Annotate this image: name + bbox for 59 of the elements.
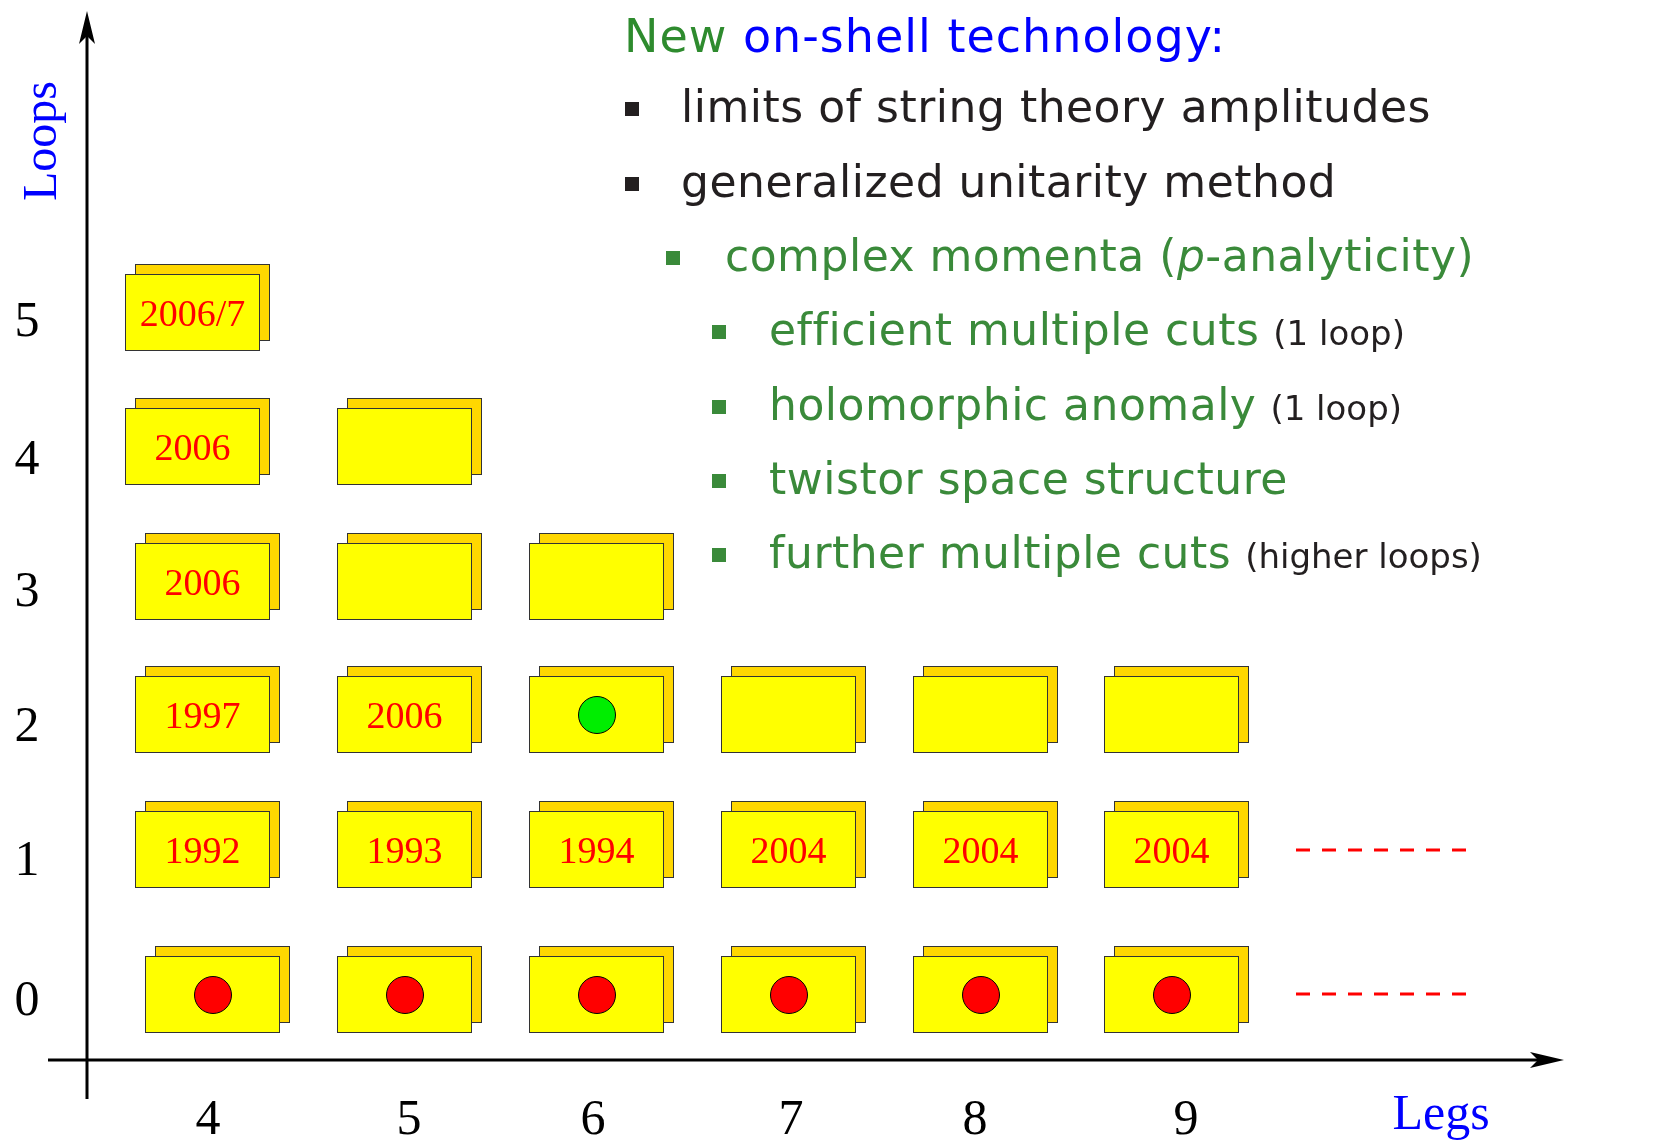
heading: New on-shell technology:	[624, 8, 1227, 65]
tick-label: 3	[14, 564, 40, 614]
stacked-cards	[529, 666, 674, 753]
stacked-cards	[529, 801, 674, 888]
tick-label: 5	[396, 1092, 422, 1142]
list-item-text: holomorphic anomaly	[769, 378, 1257, 432]
stacked-cards	[1104, 666, 1249, 753]
year-label: 1994	[558, 830, 635, 869]
stacked-cards	[529, 946, 674, 1033]
list-item-text: further multiple cuts	[769, 526, 1232, 580]
stacked-cards	[721, 946, 866, 1033]
year-label: 2004	[942, 830, 1019, 869]
year-label: 2006	[366, 695, 443, 734]
year-label: 2006/7	[139, 293, 246, 332]
stacked-cards	[721, 801, 866, 888]
tick-label: 6	[580, 1092, 606, 1142]
stacked-cards	[529, 533, 674, 620]
year-label: 1997	[164, 695, 241, 734]
axis-title: Loops	[16, 81, 64, 201]
list-item-text: limits of string theory amplitudes	[681, 80, 1431, 134]
list-item-text: efficient multiple cuts	[769, 303, 1260, 357]
stacked-cards	[913, 801, 1058, 888]
note-text: (higher loops)	[1245, 535, 1482, 578]
stacked-cards	[135, 666, 280, 753]
stacked-cards	[145, 946, 290, 1033]
stacked-cards	[135, 533, 280, 620]
stacked-cards	[337, 801, 482, 888]
year-label: 1992	[164, 830, 241, 869]
note-text: (1 loop)	[1270, 387, 1402, 430]
tick-label: 0	[14, 973, 40, 1023]
stacked-cards	[1104, 946, 1249, 1033]
tick-label: 1	[14, 833, 40, 883]
stacked-cards	[337, 533, 482, 620]
year-label: 2004	[1133, 830, 1210, 869]
year-label: 1993	[366, 830, 443, 869]
tick-label: 2	[14, 699, 40, 749]
note-text: (1 loop)	[1273, 312, 1405, 355]
tick-label: 5	[14, 294, 40, 344]
stacked-cards	[913, 946, 1058, 1033]
year-label: 2004	[750, 830, 827, 869]
year-label: 2006	[164, 562, 241, 601]
stacked-cards	[1104, 801, 1249, 888]
list-item-text: generalized unitarity method	[681, 155, 1337, 209]
stacked-cards	[135, 801, 280, 888]
tick-label: 4	[195, 1092, 221, 1142]
list-item-text: complex momenta (p-analyticity)	[725, 229, 1475, 283]
stacked-cards	[337, 946, 482, 1033]
stacked-cards	[125, 264, 270, 351]
tick-label: 7	[778, 1092, 804, 1142]
tick-label: 8	[962, 1092, 988, 1142]
stacked-cards	[913, 666, 1058, 753]
year-label: 2006	[154, 427, 231, 466]
tick-label: 4	[14, 432, 40, 482]
stacked-cards	[721, 666, 866, 753]
stacked-cards	[337, 666, 482, 753]
tick-label: 9	[1173, 1092, 1199, 1142]
list-item-text: twistor space structure	[769, 452, 1288, 506]
stacked-cards	[337, 398, 482, 485]
stacked-cards	[125, 398, 270, 485]
